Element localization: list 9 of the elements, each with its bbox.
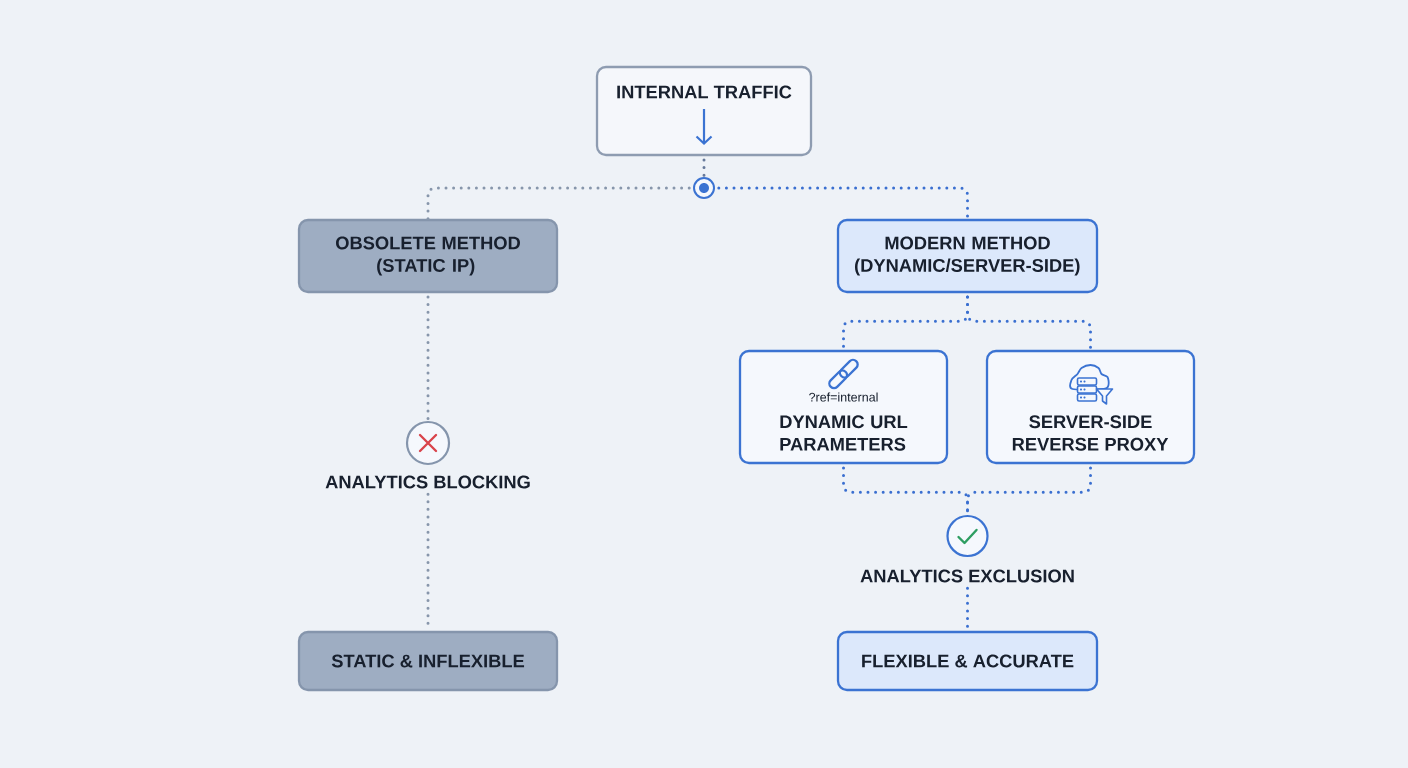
code-text: ?ref=internal bbox=[809, 392, 878, 402]
status-label: ANALYTICS EXCLUSION bbox=[860, 569, 1074, 583]
process-box: SERVER-SIDE REVERSE PROXY bbox=[985, 349, 1196, 465]
process-box: MODERN METHOD (DYNAMIC/SERVER-SIDE) bbox=[836, 218, 1099, 294]
process-box: STATIC & INFLEXIBLE bbox=[297, 630, 559, 692]
process-box: OBSOLETE METHOD (STATIC IP) bbox=[297, 218, 559, 294]
process-box: FLEXIBLE & ACCURATE bbox=[836, 630, 1099, 692]
status-label: ANALYTICS BLOCKING bbox=[325, 475, 530, 489]
process-box: INTERNAL TRAFFIC bbox=[595, 65, 813, 157]
